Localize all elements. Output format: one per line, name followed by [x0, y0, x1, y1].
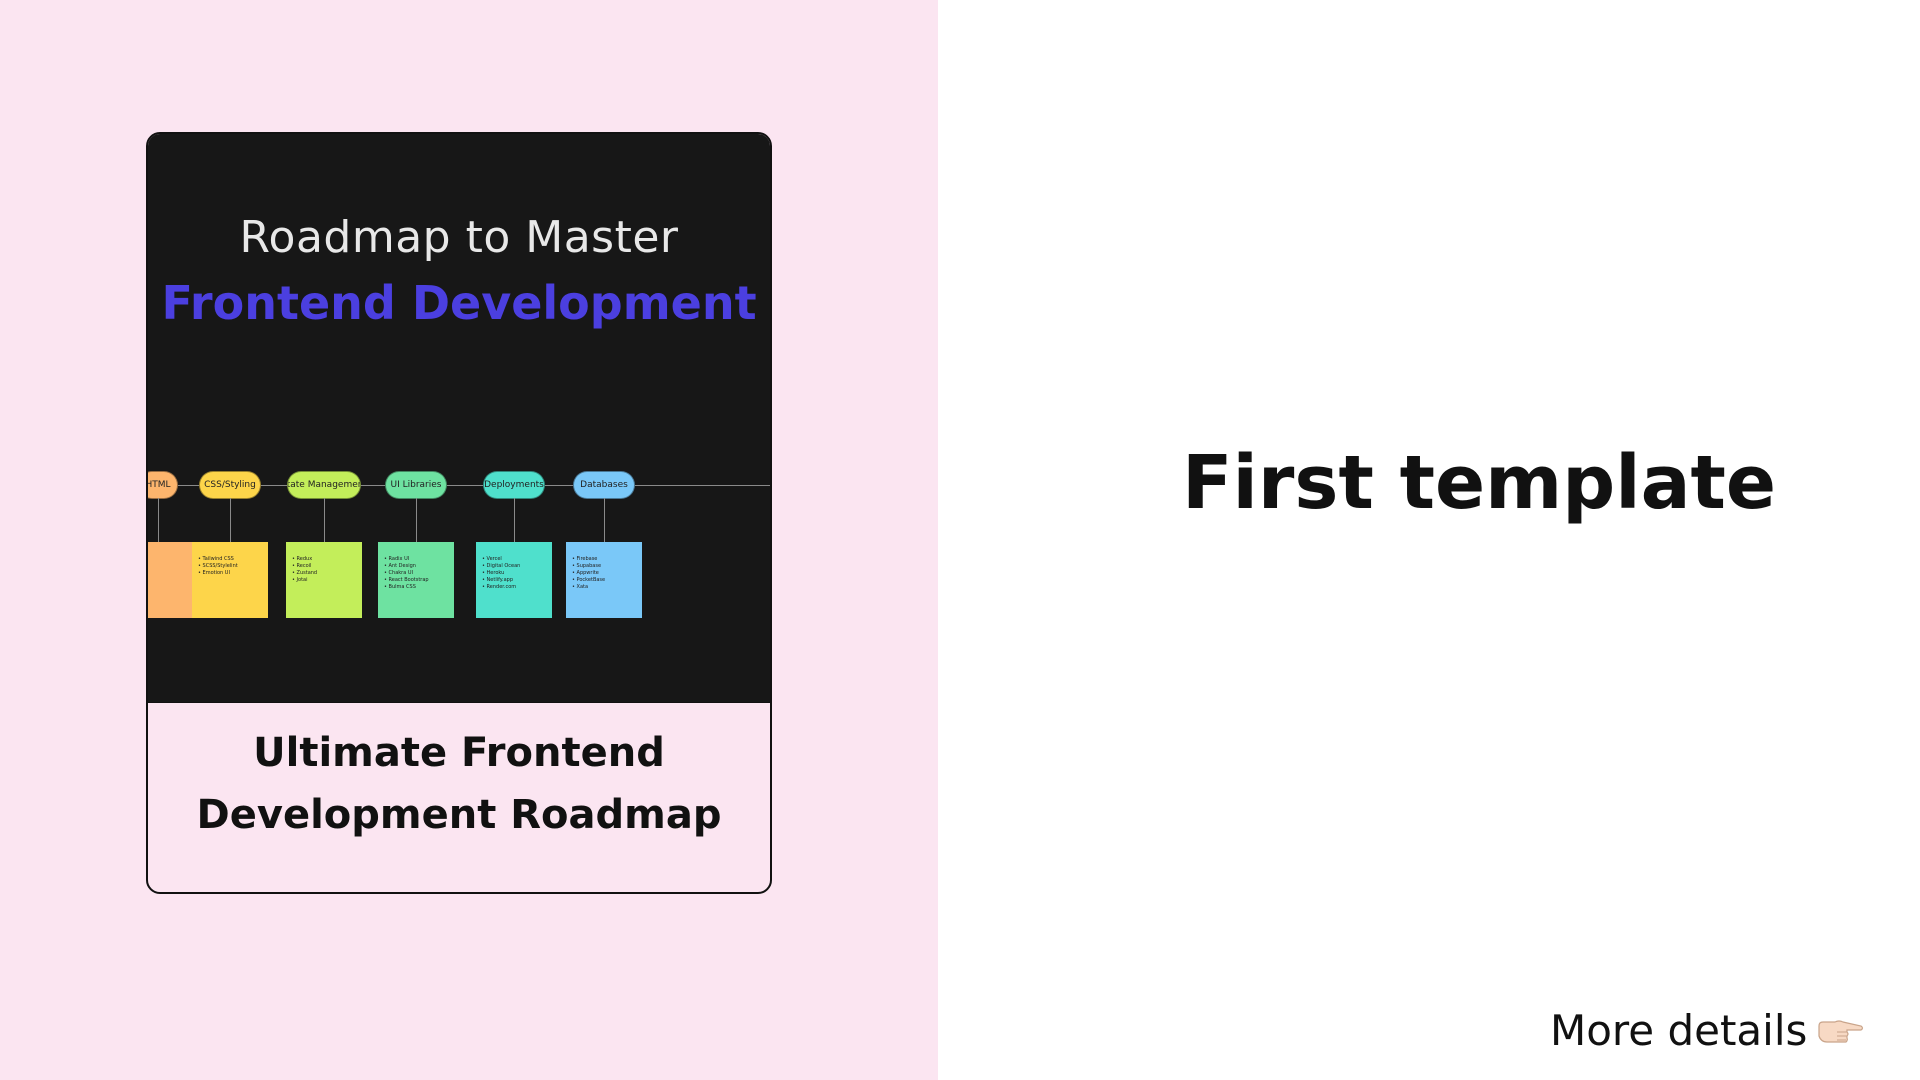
template-card[interactable]: Roadmap to Master Frontend Development H… — [146, 132, 772, 894]
stage-note-item: • Digital Ocean — [482, 563, 521, 569]
card-caption-line1: Ultimate Frontend — [253, 730, 665, 776]
stage-note-item: • Ant Design — [384, 563, 416, 569]
stage-note-item: • Tailwind CSS — [198, 556, 234, 562]
right-panel — [938, 0, 1920, 1080]
card-caption-line2: Development Roadmap — [196, 792, 722, 838]
pointing-right-hand-icon — [1818, 1019, 1864, 1043]
stage-note-item: • Vercel — [482, 556, 502, 562]
stage-note-item: • SCSS/Stylelint — [198, 563, 238, 569]
stage-note: • Vercel• Digital Ocean• Heroku• Netlify… — [476, 542, 552, 618]
card-caption: Ultimate Frontend Development Roadmap — [148, 722, 770, 846]
stage-note: • Tailwind CSS• SCSS/Stylelint• Emotion … — [192, 542, 268, 618]
stage-connector — [416, 498, 417, 542]
stage-pill: UI Libraries — [385, 471, 447, 499]
stage-note-item: • Firebase — [572, 556, 598, 562]
stage-note: • Redux• Recoil• Zustand• Jotai — [286, 542, 362, 618]
stage-note — [148, 542, 196, 618]
stage-note-item: • Emotion UI — [198, 570, 230, 576]
stage-connector — [604, 498, 605, 542]
stage-note-item: • Zustand — [292, 570, 318, 576]
more-details-link[interactable]: More details — [1550, 1006, 1865, 1055]
stage-note-item: • Bulma CSS — [384, 584, 416, 590]
stage-pill: State Management — [287, 471, 361, 499]
stage-connector — [230, 498, 231, 542]
page-title: First template — [1182, 440, 1777, 526]
more-details-label: More details — [1550, 1006, 1808, 1055]
stage-pill: Databases — [573, 471, 635, 499]
thumbnail-title-line2: Frontend Development — [161, 276, 757, 330]
stage-connector — [514, 498, 515, 542]
stage-note-item: • Heroku — [482, 570, 505, 576]
stage-note-item: • Jotai — [292, 577, 308, 583]
stage-note-item: • PocketBase — [572, 577, 606, 583]
stage-note-item: • Netlify.app — [482, 577, 514, 583]
stage-connector — [158, 498, 159, 542]
left-panel: Roadmap to Master Frontend Development H… — [0, 0, 938, 1080]
stage-note-item: • Supabase — [572, 563, 602, 569]
template-thumbnail[interactable]: Roadmap to Master Frontend Development H… — [148, 134, 770, 703]
stage-pill: CSS/Styling — [199, 471, 261, 499]
thumbnail-title-line1: Roadmap to Master — [239, 212, 679, 263]
stage-note: • Firebase• Supabase• Appwrite• PocketBa… — [566, 542, 642, 618]
stage-note: • Radix UI• Ant Design• Chakra UI• React… — [378, 542, 454, 618]
stage-note-item: • Render.com — [482, 584, 517, 590]
roadmap-flow: HTML CSS/Styling • Tailwind CSS• SCSS/Styl… — [148, 134, 770, 702]
stage-pill: HTML — [148, 471, 178, 499]
stage-note-item: • Radix UI — [384, 556, 410, 562]
stage-note-item: • React Bootstrap — [384, 577, 429, 583]
stage-note-item: • Redux — [292, 556, 313, 562]
stage-pill: Deployments — [483, 471, 545, 499]
stage-note-item: • Appwrite — [572, 570, 599, 576]
stage-connector — [324, 498, 325, 542]
stage-note-item: • Chakra UI — [384, 570, 414, 576]
flow-connector-line — [148, 485, 770, 486]
stage-note-item: • Recoil — [292, 563, 312, 569]
stage-note-item: • Xata — [572, 584, 589, 590]
